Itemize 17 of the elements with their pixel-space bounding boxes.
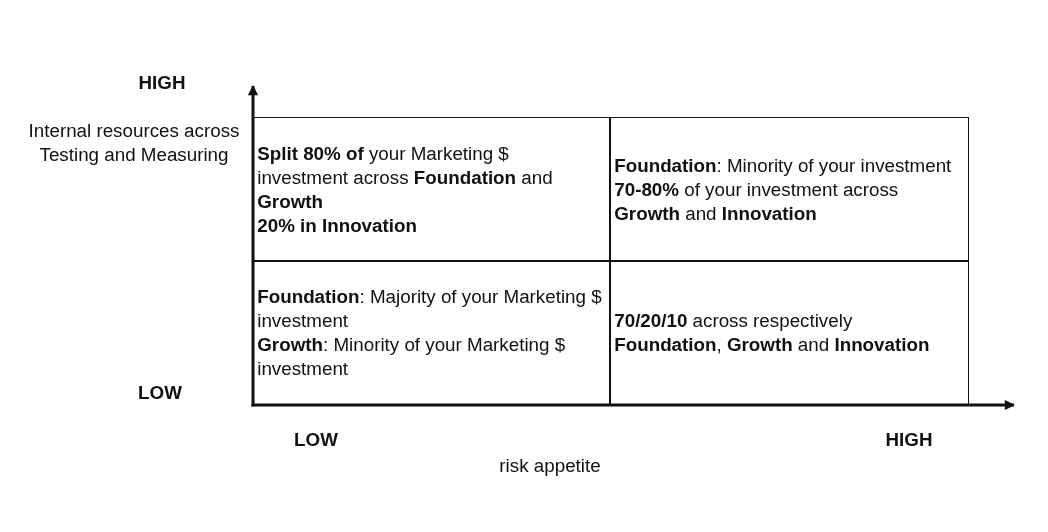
- matrix-quadrant: [609, 117, 969, 262]
- axis-level-label: HIGH: [138, 71, 186, 95]
- quadrant-text: Foundation: Majority of your Marketing $ investment: [257, 285, 603, 333]
- axis-title: Internal resources across Testing and Measuring: [27, 119, 241, 167]
- axis-level-label: LOW: [294, 428, 338, 452]
- matrix-quadrant: [609, 260, 969, 406]
- quadrant-text: 70-80% of your investment across Growth and Innovation: [614, 177, 900, 226]
- quadrant-text: Foundation: Minority of your investment: [614, 153, 952, 178]
- quadrant-text: Split 80% of your Marketing $ investment across Foundation and Growth: [257, 141, 554, 214]
- matrix-quadrant: [252, 260, 611, 406]
- quadrant-text: Growth: Minority of your Marketing $ investment: [257, 333, 567, 381]
- quadrant-text: 20% in Innovation: [257, 213, 417, 238]
- matrix-quadrant: [252, 117, 611, 262]
- axis-level-label: LOW: [138, 381, 182, 405]
- axis-level-label: HIGH: [885, 428, 933, 452]
- quadrant-text: 70/20/10 across respectively Foundation, Growth and Innovation: [614, 309, 931, 357]
- axis-title: risk appetite: [499, 454, 601, 478]
